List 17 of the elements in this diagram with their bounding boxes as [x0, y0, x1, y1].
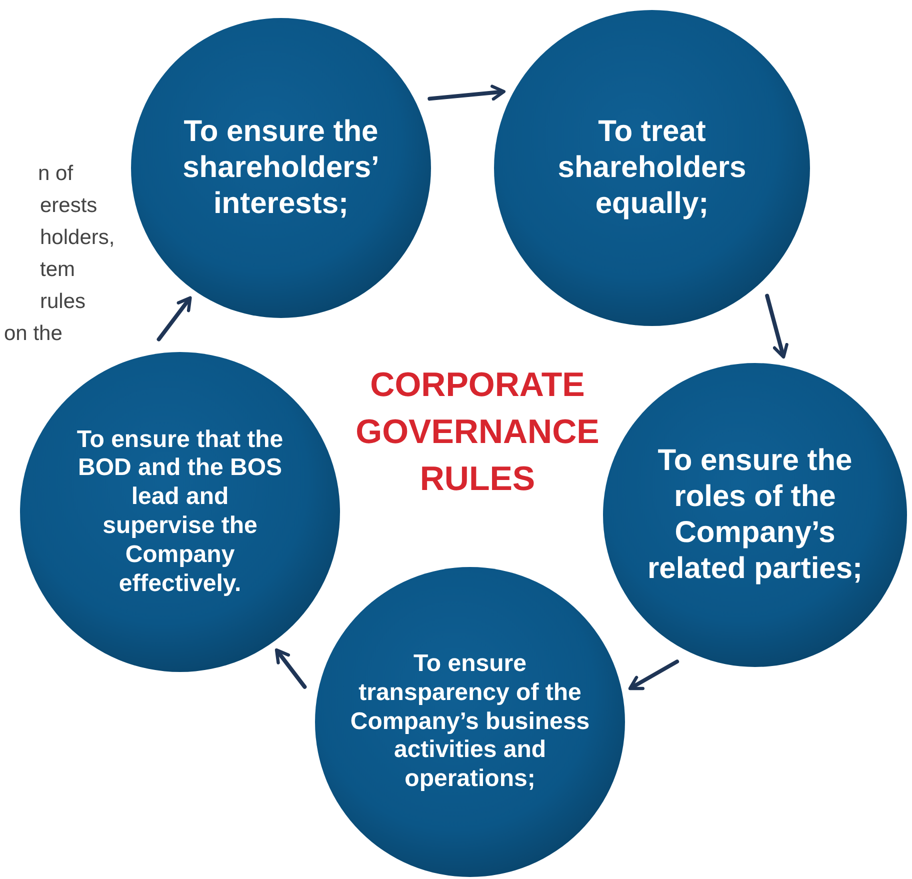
node-text: To ensure the roles of the Company’s related parties; — [646, 443, 864, 587]
node-text: To ensure that the BOD and the BOS lead and supervise the Company effectively. — [76, 426, 284, 598]
arrow — [156, 296, 192, 342]
arrow — [428, 84, 506, 101]
node-text: To ensure transparency of the Company’s business activities and operations; — [349, 650, 591, 794]
arrow — [628, 660, 680, 690]
diagram-title: CORPORATE GOVERNANCE RULES — [354, 365, 600, 500]
arrow — [274, 648, 307, 689]
arrow — [765, 294, 788, 359]
body-text: rules — [40, 289, 86, 315]
node-text: To ensure the shareholders’ interests; — [182, 114, 380, 222]
body-text: tem — [40, 257, 76, 283]
body-text: erests — [40, 193, 98, 219]
body-text: n of — [38, 161, 74, 187]
node-text: To treat shareholders equally; — [556, 114, 748, 222]
body-text: holders, — [40, 225, 115, 251]
body-text: on the — [4, 321, 62, 347]
